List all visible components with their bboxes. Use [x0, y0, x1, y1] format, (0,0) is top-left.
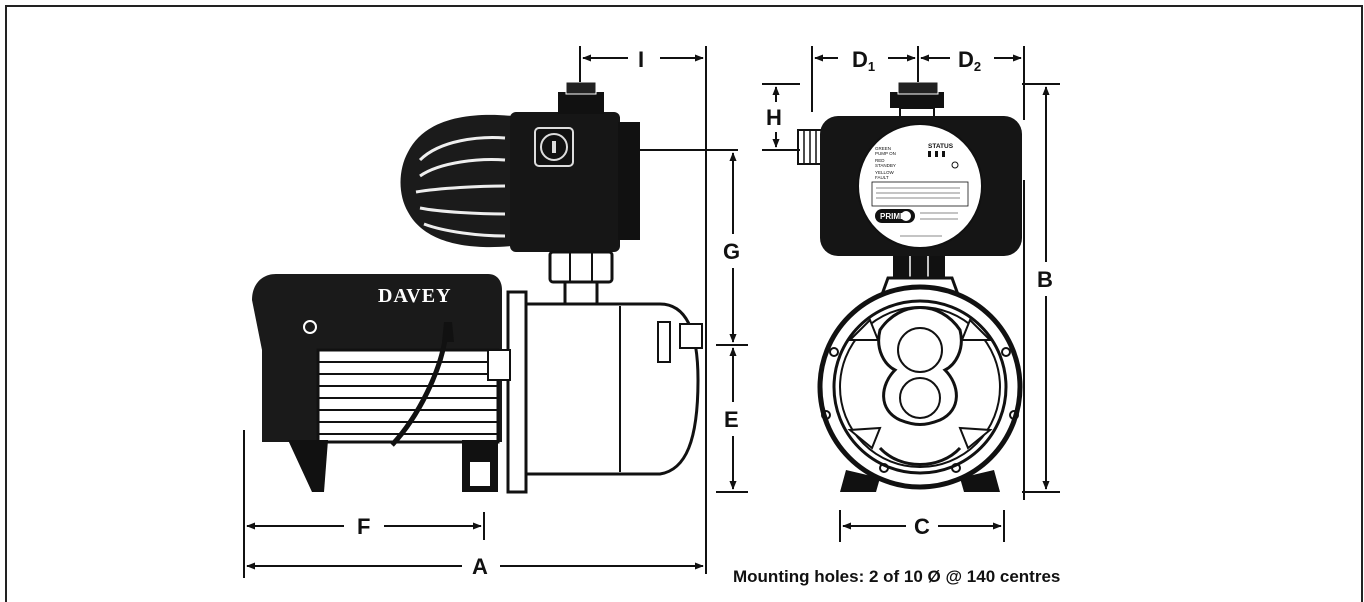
panel-green-label: GREEN [875, 146, 891, 151]
panel-yellow-label: YELLOW [875, 170, 895, 175]
dim-label-A: A [472, 554, 488, 579]
mounting-holes-note: Mounting holes: 2 of 10 Ø @ 140 centres [733, 567, 1061, 586]
panel-red-label: RED [875, 158, 885, 163]
panel-pump-on-label: PUMP ON [875, 151, 896, 156]
motor-side: DAVEY [252, 274, 502, 492]
panel-standby-label: STANDBY [875, 163, 896, 168]
dimension-lines [243, 46, 1060, 578]
dim-label-I: I [638, 47, 644, 72]
pump-casing-front [817, 284, 1023, 492]
pressure-controller-side [400, 81, 640, 308]
front-view: STATUS GREEN PUMP ON RED STANDBY YELLOW … [797, 81, 1023, 492]
dim-label-E: E [724, 407, 739, 432]
panel-status-title: STATUS [928, 143, 954, 150]
brand-label: DAVEY [378, 285, 452, 307]
dim-label-D1: D1 [852, 47, 875, 74]
dim-label-D2: D2 [958, 47, 981, 74]
drawing-border [5, 5, 1363, 602]
dim-label-B: B [1037, 267, 1053, 292]
panel-fault-label: FAULT [875, 175, 889, 180]
dim-label-H: H [766, 105, 782, 130]
dim-label-F: F [357, 514, 370, 539]
dim-label-C: C [914, 514, 930, 539]
side-view: DAVEY [252, 81, 703, 494]
dim-label-G: G [723, 239, 740, 264]
status-led-red [935, 151, 938, 157]
status-led-yellow [942, 151, 945, 157]
pump-head-side [487, 290, 703, 494]
status-led-green [928, 151, 931, 157]
prime-button-label: PRIME [880, 212, 906, 221]
